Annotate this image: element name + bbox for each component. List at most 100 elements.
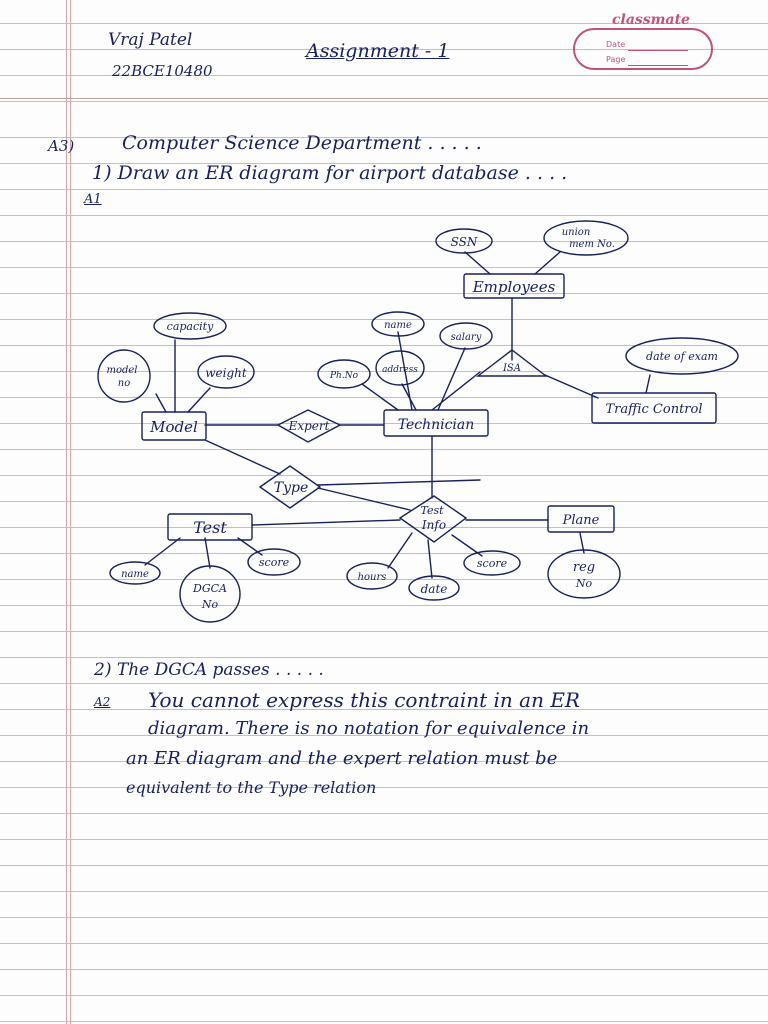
date-label: Date — [606, 40, 626, 49]
attr-union-oval — [543, 220, 629, 256]
link-testinfo-hours — [387, 532, 413, 569]
attr-capacity-oval — [153, 312, 227, 340]
part1-heading: 1) Draw an ER diagram for airport databa… — [92, 162, 568, 184]
entity-model: Model — [149, 418, 198, 436]
attr-dgca-line1: DGCA — [192, 582, 227, 595]
attr-address-oval — [375, 350, 425, 386]
page-rule — [628, 65, 688, 66]
link-model-type — [204, 439, 281, 475]
relation-expert-diamond — [276, 409, 342, 443]
attr-capacity: capacity — [167, 320, 214, 333]
header-divider — [0, 98, 768, 99]
entity-employees: Employees — [472, 278, 556, 296]
answer-line-1: You cannot express this contraint in an … — [148, 688, 580, 712]
question-number: A3) — [48, 137, 75, 155]
link-type-testinfo — [317, 487, 411, 511]
link-type-technician — [317, 479, 481, 486]
relation-testinfo-line2: Info — [421, 518, 446, 532]
entity-technician-box — [383, 409, 489, 437]
entity-employees-box — [463, 273, 565, 299]
attr-regno-line1: reg — [573, 560, 595, 575]
attr-modelno-line2: no — [118, 378, 130, 389]
relation-testinfo-diamond — [398, 495, 468, 543]
attr-score-test: score — [259, 556, 290, 569]
attr-date: date — [421, 582, 448, 596]
attr-union-line2: mem No. — [569, 239, 615, 250]
attr-ssn: SSN — [451, 235, 478, 249]
answer-line-2: diagram. There is no notation for equiva… — [148, 718, 590, 739]
attr-salary: salary — [451, 332, 482, 343]
attr-union-line1: union — [562, 227, 591, 238]
question-heading: Computer Science Department . . . . . — [122, 132, 482, 154]
assignment-title: Assignment - 1 — [306, 40, 450, 62]
attr-modelno-line1: model — [106, 365, 137, 376]
attr-name-tech: name — [384, 320, 412, 331]
attr-score-test-oval — [247, 548, 301, 576]
attr-name-tech-oval — [371, 311, 425, 337]
date-rule — [628, 50, 688, 51]
attr-dateofexam: date of exam — [646, 350, 718, 363]
attr-weight-oval — [197, 355, 255, 389]
classmate-logo: classmate — [612, 12, 690, 28]
attr-name-test: name — [121, 569, 149, 580]
attr-regno-line2: No — [575, 577, 593, 590]
answer-line-3: an ER diagram and the expert relation mu… — [126, 748, 558, 769]
relation-isa-triangle — [475, 349, 549, 377]
entity-technician: Technician — [398, 417, 475, 433]
entity-traffic-control: Traffic Control — [606, 402, 703, 417]
link-ssn-employees — [464, 251, 491, 275]
attr-hours: hours — [358, 572, 387, 583]
date-page-badge — [573, 28, 713, 70]
link-modelno-model — [155, 393, 167, 413]
answer-marker-1: A1 — [84, 192, 102, 207]
link-dateofexam-traffic — [645, 374, 651, 394]
attr-phno: Ph.No — [329, 371, 359, 381]
entity-test: Test — [193, 518, 227, 537]
roll-number: 22BCE10480 — [112, 62, 213, 80]
entity-plane: Plane — [562, 513, 600, 528]
answer-marker-2: A2 — [94, 695, 111, 709]
attr-salary-oval — [439, 322, 493, 350]
attr-ssn-oval — [435, 228, 493, 254]
link-isa-traffic — [544, 374, 599, 399]
attr-dateofexam-oval — [625, 337, 739, 375]
link-test-name — [144, 537, 181, 566]
attr-phno-oval — [317, 359, 371, 389]
relation-type: Type — [274, 480, 309, 496]
link-test-dgca — [204, 537, 211, 569]
attr-score-info-oval — [463, 550, 521, 576]
entity-test-box — [167, 513, 253, 541]
link-phno-technician — [361, 383, 399, 411]
link-union-employees — [534, 251, 561, 275]
page-label: Page — [606, 55, 626, 64]
attr-date-oval — [408, 575, 460, 601]
relation-type-diamond — [258, 465, 322, 509]
entity-model-box — [141, 411, 207, 441]
link-weight-model — [187, 387, 211, 413]
left-margin-line-inner — [70, 0, 71, 1024]
left-margin-line — [66, 0, 67, 1024]
link-salary-technician — [437, 347, 466, 411]
entity-traffic-control-box — [591, 392, 717, 424]
answer-line-4: equivalent to the Type relation — [126, 778, 377, 797]
attr-dgca-oval — [179, 565, 241, 623]
entity-plane-box — [547, 505, 615, 533]
relation-testinfo-line1: Test — [420, 504, 444, 517]
attr-hours-oval — [346, 562, 398, 590]
link-test-testinfo — [251, 519, 401, 526]
link-isa-technician — [431, 371, 481, 411]
relation-expert: Expert — [288, 419, 330, 433]
attr-score-info: score — [477, 557, 508, 570]
link-testinfo-date — [427, 539, 433, 579]
student-name: Vraj Patel — [108, 30, 193, 50]
attr-weight: weight — [205, 366, 247, 380]
attr-address: address — [382, 365, 418, 375]
attr-name-test-oval — [109, 561, 161, 585]
relation-isa: ISA — [502, 363, 521, 374]
attr-modelno-oval — [97, 349, 151, 403]
attr-regno-oval — [547, 549, 621, 599]
link-address-technician — [401, 383, 417, 411]
part2-heading: 2) The DGCA passes . . . . . — [94, 660, 324, 680]
